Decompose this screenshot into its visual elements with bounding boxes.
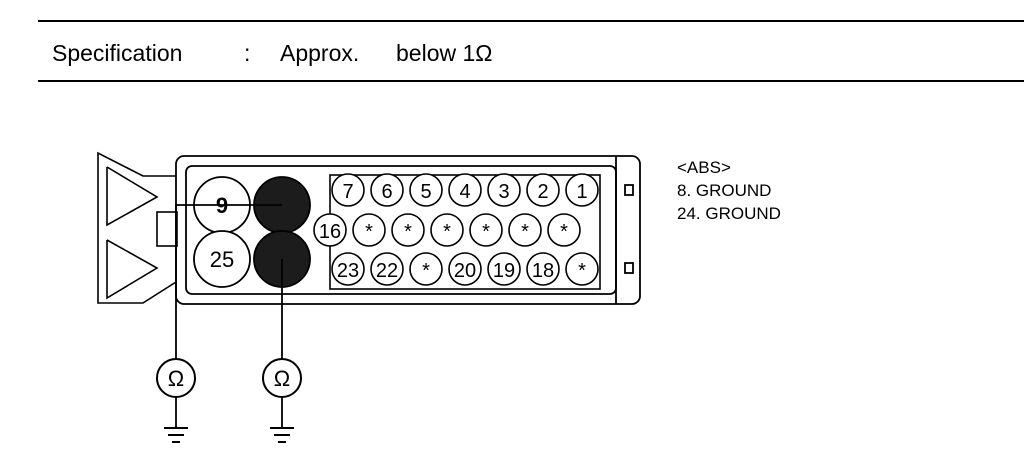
pin-row-1 (331, 173, 599, 207)
pin-label: 18 (532, 260, 554, 282)
pin-label: * (404, 221, 412, 243)
pin-label: * (482, 221, 490, 243)
ohmmeter-right: Ω (262, 358, 302, 398)
pin-label: 6 (381, 181, 392, 203)
pin-label: * (365, 221, 373, 243)
pin-label: * (560, 221, 568, 243)
ground-icon (270, 427, 294, 443)
pin-label: 23 (337, 260, 359, 282)
specification-label: Specification (52, 40, 183, 66)
ohm-symbol: Ω (274, 366, 290, 391)
legend-title: <ABS> (677, 158, 731, 177)
pin-label-25: 25 (210, 247, 234, 272)
pin-label: 5 (420, 181, 431, 203)
pin-label: 4 (459, 181, 470, 203)
pin-label: * (521, 221, 529, 243)
specification-value-prefix: Approx. (280, 40, 360, 66)
pin-label: 3 (498, 181, 509, 203)
pin-25 (193, 230, 251, 288)
pin-labels-row-2: 16 * * * * * * (319, 221, 568, 243)
pin-label: 2 (537, 181, 548, 203)
pin-label: 19 (493, 260, 515, 282)
pin-label: * (443, 221, 451, 243)
ground-icon (164, 427, 188, 443)
pin-row-3 (331, 252, 599, 286)
specification-box: Specification : Approx. below 1Ω (38, 20, 1024, 82)
ohm-symbol: Ω (168, 366, 184, 391)
pin-labels-row-3: 23 22 * 20 19 18 * (337, 260, 586, 282)
pin-label: 1 (576, 181, 587, 203)
connector-latch (97, 151, 178, 304)
pin-label: 22 (376, 260, 398, 282)
pin-label: * (578, 260, 586, 282)
pin-label: * (422, 260, 430, 282)
legend-item-ground-8: 8. GROUND (677, 181, 772, 200)
ohmmeter-left: Ω (156, 358, 196, 398)
specification-separator: : (244, 40, 251, 66)
pin-legend: <ABS> 8. GROUND 24. GROUND (677, 156, 781, 225)
legend-item-ground-24: 24. GROUND (677, 204, 781, 223)
probe-wires (175, 204, 283, 428)
pin-label: 16 (319, 221, 341, 243)
pin-row-2 (313, 213, 581, 247)
specification-value: below 1Ω (396, 40, 493, 66)
pin-label: 20 (454, 260, 476, 282)
pin-labels-row-1: 7 6 5 4 3 2 1 (342, 181, 587, 203)
pin-label: 7 (342, 181, 353, 203)
